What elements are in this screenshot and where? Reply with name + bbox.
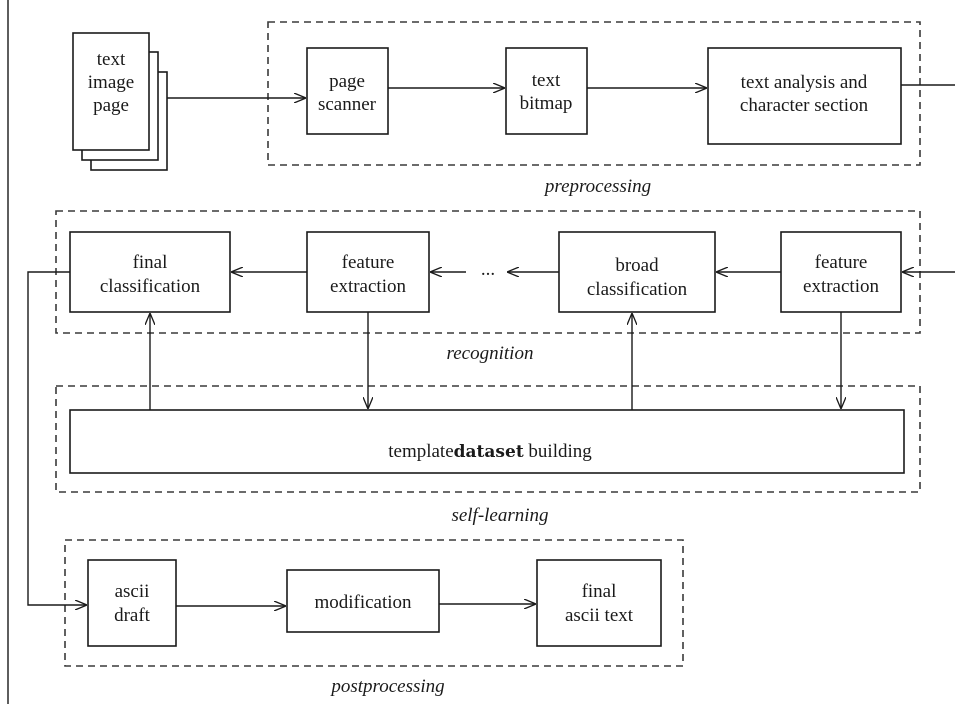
- template-building-label: templatedataset building: [388, 441, 592, 462]
- self-learning-group: [55, 385, 921, 493]
- postprocessing-label: postprocessing: [329, 676, 444, 697]
- modification-node: modification: [286, 569, 440, 633]
- broad-classification-node: broad classification: [558, 231, 716, 313]
- preprocessing-group: [267, 21, 921, 166]
- broad-classification-line-1: broad: [615, 255, 659, 276]
- broad-classification-line-2: classification: [587, 279, 688, 300]
- page-stack-front: [72, 32, 150, 151]
- ascii-draft-line-1: ascii: [115, 581, 150, 602]
- template-building-suffix: building: [524, 441, 593, 462]
- text-image-page-line-2: image: [88, 72, 134, 93]
- ascii-draft-line-2: draft: [114, 605, 151, 626]
- page-scanner-node: page scanner: [306, 47, 389, 135]
- final-ascii-text-line-2: ascii text: [565, 605, 634, 626]
- feature-extraction-right-line-2: extraction: [803, 276, 879, 297]
- template-building-dataset: dataset: [454, 442, 524, 462]
- recognition-label: recognition: [447, 343, 534, 364]
- page-scanner-line-1: page: [329, 71, 365, 92]
- preprocessing-label: preprocessing: [543, 176, 651, 197]
- ascii-draft-node: ascii draft: [87, 559, 177, 647]
- text-image-page-line-3: page: [93, 95, 129, 116]
- text-image-page-node: text image page: [72, 32, 168, 171]
- edge-final-to-ascii-draft: [27, 271, 86, 605]
- final-classification-line-1: final: [133, 252, 168, 273]
- self-learning-label: self-learning: [451, 505, 548, 526]
- feature-extraction-right-line-1: feature: [815, 252, 868, 273]
- text-analysis-line-2: character section: [740, 95, 869, 116]
- feature-extraction-left-line-2: extraction: [330, 276, 406, 297]
- text-bitmap-line-1: text: [532, 70, 561, 91]
- text-analysis-node: text analysis and character section: [707, 47, 902, 145]
- text-analysis-line-1: text analysis and: [741, 72, 868, 93]
- feature-extraction-right-node: feature extraction: [780, 231, 902, 313]
- template-building-node: templatedataset building: [69, 409, 905, 474]
- final-ascii-text-node: final ascii text: [536, 559, 662, 647]
- text-bitmap-node: text bitmap: [505, 47, 588, 135]
- text-image-page-line-1: text: [97, 49, 126, 70]
- feature-extraction-left-line-1: feature: [342, 252, 395, 273]
- feature-extraction-left-node: feature extraction: [306, 231, 430, 313]
- ellipsis-node: ...: [481, 259, 495, 280]
- final-ascii-text-line-1: final: [582, 581, 617, 602]
- final-classification-line-2: classification: [100, 276, 201, 297]
- page-scanner-line-2: scanner: [318, 94, 377, 115]
- text-bitmap-line-2: bitmap: [520, 93, 573, 114]
- template-building-prefix: template: [388, 441, 453, 462]
- modification-label: modification: [314, 592, 412, 613]
- final-classification-node: final classification: [69, 231, 231, 313]
